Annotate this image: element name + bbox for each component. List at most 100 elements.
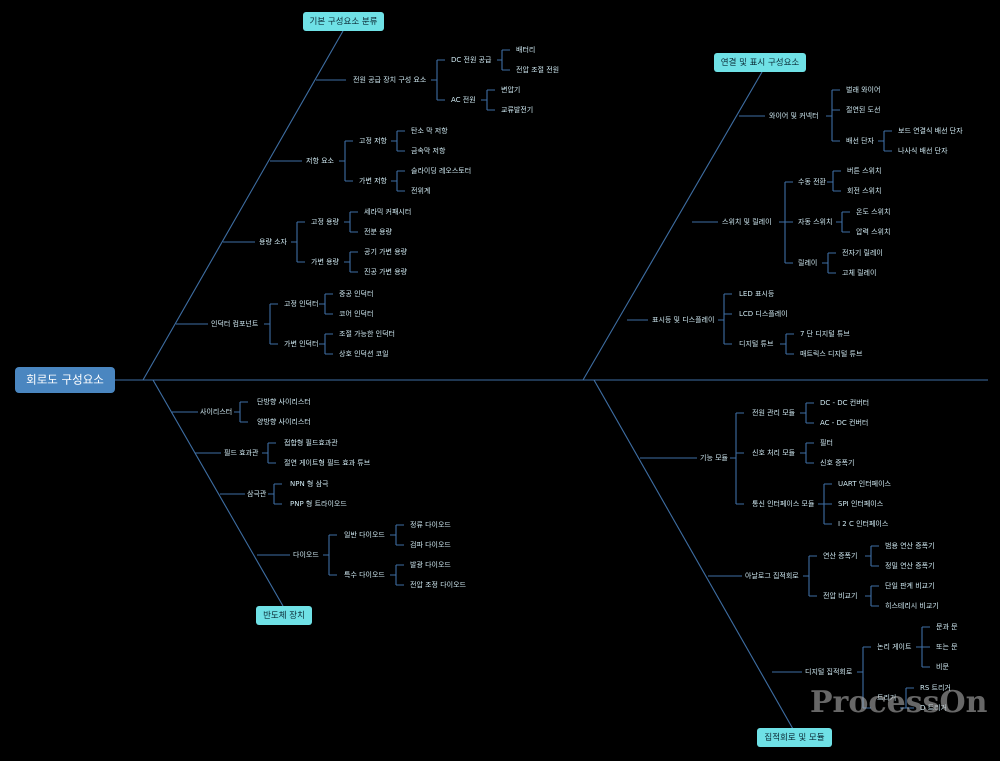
node-label: 조절 가능한 인덕터 — [339, 329, 395, 338]
category-basic[interactable] — [303, 12, 384, 31]
connect-nodes: 와이어 및 커넥터 벌래 와이어 절연된 도선 배선 단자 보드 연결식 배선 … — [652, 85, 963, 358]
node-label: 매트릭스 디지털 튜브 — [800, 349, 863, 358]
node-label: 가변 용량 — [311, 257, 340, 266]
node-label: 전압 조절 전원 — [516, 65, 559, 74]
bracket — [718, 293, 732, 345]
node-label: 전자기 릴레이 — [842, 248, 883, 257]
node-label: 탄소 막 저항 — [411, 126, 448, 135]
node-label: 배터리 — [516, 45, 535, 54]
node-label: 범용 연산 증폭기 — [885, 541, 935, 550]
node-label: 교류발전기 — [501, 105, 533, 114]
node-label: 상호 인덕션 코일 — [339, 349, 389, 358]
bracket — [497, 49, 510, 71]
node-label: 인덕터 컴포넌트 — [211, 319, 259, 328]
node-label: 정류 다이오드 — [410, 520, 451, 529]
bracket — [822, 252, 836, 274]
node-label: 연산 증폭기 — [823, 551, 857, 560]
bracket — [339, 140, 353, 182]
bracket-connectors — [234, 49, 930, 709]
bracket — [865, 545, 879, 567]
node-label: LCD 디스플레이 — [739, 309, 788, 318]
node-label: 전압 조정 다이오드 — [410, 580, 467, 589]
category-semi-label: 반도체 장치 — [263, 610, 305, 621]
bracket — [779, 181, 793, 264]
root-node[interactable] — [15, 367, 115, 393]
node-label: 코어 인덕터 — [339, 309, 373, 318]
bracket — [431, 59, 445, 101]
node-label: 고정 용량 — [311, 217, 340, 226]
bracket — [234, 401, 248, 423]
node-label: 디지털 집적회로 — [805, 667, 853, 676]
bone-connect — [582, 71, 763, 381]
node-label: 아날로그 집적회로 — [745, 571, 799, 580]
node-label: UART 인터페이스 — [838, 479, 892, 488]
semi-nodes: 사이리스터 단방향 사이리스터 양방향 사이리스터 필드 효과관 접합형 필드효… — [200, 397, 467, 589]
bone-ic — [593, 379, 794, 730]
node-label: 진공 가변 용량 — [364, 267, 408, 276]
node-label: 사이리스터 — [200, 407, 232, 416]
node-label: DC 전원 공급 — [451, 55, 492, 64]
node-label: RS 트리거 — [920, 683, 951, 692]
node-label: 단방향 사이리스터 — [257, 397, 311, 406]
node-label: 와이어 및 커넥터 — [769, 111, 819, 120]
bracket — [390, 524, 404, 546]
bone-semi — [152, 379, 284, 607]
node-label: 전위계 — [411, 186, 430, 195]
node-label: 디지털 튜브 — [739, 339, 774, 348]
category-ic-label: 집적회로 및 모듈 — [764, 732, 824, 743]
node-label: 보드 연결식 배선 단자 — [898, 126, 963, 135]
node-label: 전분 용량 — [364, 227, 393, 236]
node-label: 버튼 스위치 — [847, 166, 881, 175]
node-label: 히스테리시 비교기 — [885, 601, 939, 610]
node-label: 절연된 도선 — [846, 105, 880, 114]
node-label: PNP 형 트라이오드 — [290, 499, 347, 508]
bracket — [264, 303, 278, 345]
node-label: 세라믹 커패시터 — [364, 207, 411, 216]
bracket — [857, 646, 871, 709]
node-label: 또는 문 — [936, 643, 958, 651]
node-label: 정밀 연산 증폭기 — [885, 561, 935, 570]
node-label: 스위치 및 릴레이 — [722, 217, 772, 226]
ic-nodes: 기능 모듈 전원 관리 모듈 DC - DC 컨버터 AC - DC 컨버터 신… — [700, 398, 958, 712]
category-basic-label: 기본 구성요소 분류 — [310, 17, 378, 27]
bracket — [344, 211, 358, 233]
node-label: DC - DC 컨버터 — [820, 398, 869, 407]
category-connect[interactable] — [714, 53, 806, 72]
bracket — [344, 251, 358, 273]
category-ic[interactable] — [757, 728, 832, 747]
bracket — [900, 687, 914, 709]
node-label: 필터 — [820, 438, 833, 447]
node-label: 변압기 — [501, 85, 520, 94]
node-label: NPN 형 삼극 — [290, 479, 329, 488]
node-label: 전압 비교기 — [823, 591, 857, 600]
bracket — [390, 564, 404, 586]
bracket — [800, 402, 814, 424]
node-label: 필드 효과관 — [224, 448, 259, 457]
node-label: 접합형 필드효과관 — [284, 438, 338, 447]
node-label: 신호 처리 모듈 — [752, 448, 796, 457]
node-label: 고체 릴레이 — [842, 268, 876, 277]
node-label: 양방향 사이리스터 — [257, 417, 311, 426]
node-label: 통신 인터페이스 모듈 — [752, 499, 815, 508]
node-label: 일반 다이오드 — [344, 530, 385, 539]
node-label: AC - DC 컨버터 — [820, 418, 868, 427]
node-label: 나사식 배선 단자 — [898, 146, 948, 155]
node-label: 비문 — [936, 662, 949, 671]
node-label: 단일 판계 비교기 — [885, 581, 935, 590]
bracket — [826, 89, 840, 142]
bracket — [878, 130, 892, 152]
node-label: 금속막 저항 — [411, 146, 446, 155]
node-label: 배선 단자 — [846, 136, 875, 145]
node-label: AC 전원 — [451, 95, 476, 104]
bracket — [319, 333, 333, 355]
node-label: 신호 증폭기 — [820, 458, 854, 467]
category-semi[interactable] — [256, 606, 312, 625]
node-label: 고정 인덕터 — [284, 299, 318, 308]
node-label: 표시등 및 디스플레이 — [652, 315, 714, 324]
node-label: 저항 요소 — [306, 156, 335, 165]
bracket — [800, 442, 814, 464]
bracket — [291, 221, 305, 263]
node-label: 가변 저항 — [359, 176, 388, 185]
